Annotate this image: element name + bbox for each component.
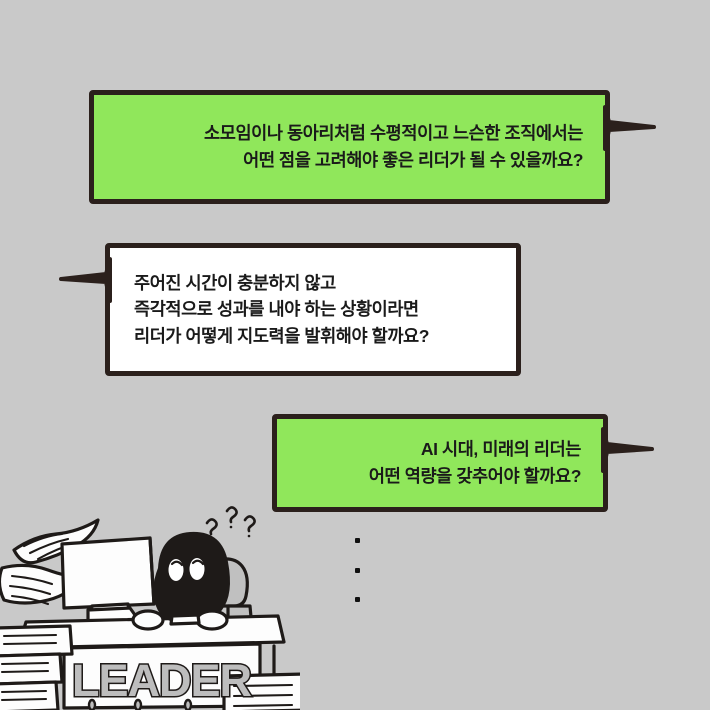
speech-bubble-3-tail xyxy=(601,427,654,473)
speech-bubble-question-3[interactable]: AI 시대, 미래의 리더는 어떤 역량을 갖추어야 할까요? xyxy=(272,414,608,512)
bubble-2-line-1: 주어진 시간이 충분하지 않고 xyxy=(134,272,336,293)
character-hand-left xyxy=(131,609,165,631)
bubble-2-line-3: 리더가 어떻게 지도력을 발휘해야 할까요? xyxy=(134,325,430,346)
bubble-3-line-1: AI 시대, 미래의 리더는 xyxy=(420,439,582,460)
leader-desk-illustration: LEADER xyxy=(0,498,300,710)
leader-text: LEADER xyxy=(72,655,252,706)
desk-label-leader: LEADER xyxy=(71,654,254,710)
ellipsis-dot xyxy=(354,538,360,543)
speech-bubble-question-1[interactable]: 소모임이나 동아리처럼 수평적이고 느슨한 조직에서는 어떤 점을 고려해야 좋… xyxy=(89,90,610,204)
bubble-1-line-1: 소모임이나 동아리처럼 수평적이고 느슨한 조직에서는 xyxy=(204,123,583,144)
bubble-1-line-2: 어떤 점을 고려해야 좋은 리더가 될 수 있을까요? xyxy=(243,150,583,170)
question-mark-icon xyxy=(205,506,256,541)
flying-papers xyxy=(0,518,100,606)
speech-bubble-question-2[interactable]: 주어진 시간이 충분하지 않고 즉각적으로 성과를 내야 하는 상황이라면 리더… xyxy=(105,243,521,376)
character-hand-right xyxy=(195,609,229,631)
ellipsis-dot xyxy=(354,567,360,573)
bubble-3-line-2: 어떤 역량을 갖추어야 할까요? xyxy=(368,466,581,486)
speech-bubble-1-tail xyxy=(603,105,656,151)
ellipsis-dot xyxy=(354,597,360,602)
paper-stack-left xyxy=(0,624,74,710)
bubble-2-line-2: 즉각적으로 성과를 내야 하는 상황이라면 xyxy=(134,299,419,320)
paper-stack-right xyxy=(222,672,300,710)
blob-character xyxy=(131,531,230,631)
vertical-ellipsis-icon xyxy=(350,538,364,602)
